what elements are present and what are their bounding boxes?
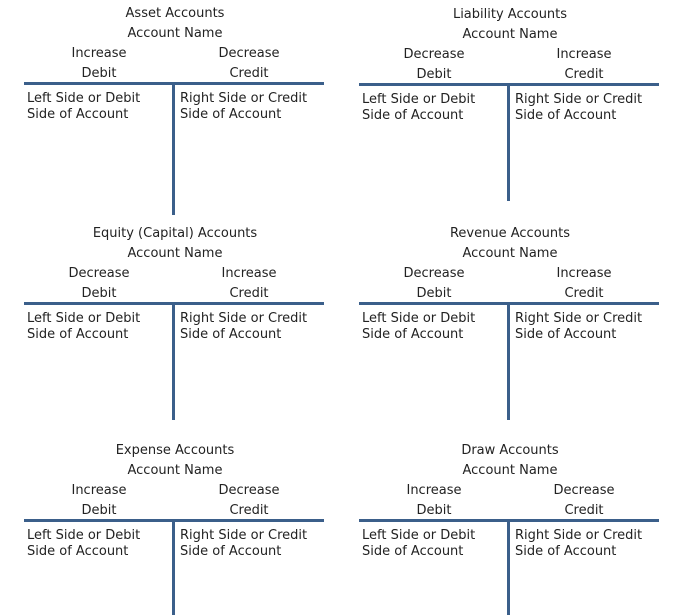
left-side-description: Left Side or Debit Side of Account	[362, 92, 476, 123]
account-name-label: Account Name	[127, 246, 223, 261]
account-name-label: Account Name	[127, 26, 223, 41]
debit-label: Debit	[416, 286, 452, 301]
t-account-top-bar	[359, 83, 659, 86]
right-side-description: Right Side or Credit Side of Account	[180, 528, 308, 559]
credit-effect-label: Decrease	[553, 483, 615, 498]
t-account-top-bar	[24, 302, 324, 305]
debit-label: Debit	[81, 286, 117, 301]
account-name-label: Account Name	[127, 463, 223, 478]
credit-effect-label: Decrease	[218, 46, 280, 61]
debit-effect-label: Decrease	[68, 266, 130, 281]
t-account-center-bar	[172, 85, 175, 215]
t-account-top-bar	[24, 519, 324, 522]
account-name-label: Account Name	[462, 246, 558, 261]
left-side-description: Left Side or Debit Side of Account	[27, 91, 141, 122]
left-side-description: Left Side or Debit Side of Account	[362, 528, 476, 559]
debit-label: Debit	[416, 503, 452, 518]
credit-label: Credit	[229, 66, 269, 81]
debit-label: Debit	[81, 503, 117, 518]
debit-effect-label: Increase	[71, 483, 127, 498]
credit-label: Credit	[564, 286, 604, 301]
right-side-description: Right Side or Credit Side of Account	[180, 311, 308, 342]
t-account-center-bar	[172, 305, 175, 420]
credit-effect-label: Decrease	[218, 483, 280, 498]
t-account-center-bar	[507, 522, 510, 615]
account-title: Asset Accounts	[125, 6, 225, 21]
account-title: Liability Accounts	[452, 7, 568, 22]
debit-effect-label: Increase	[406, 483, 462, 498]
right-side-description: Right Side or Credit Side of Account	[515, 528, 643, 559]
debit-effect-label: Decrease	[403, 266, 465, 281]
credit-effect-label: Increase	[556, 47, 612, 62]
account-title: Draw Accounts	[461, 443, 559, 458]
right-side-description: Right Side or Credit Side of Account	[515, 311, 643, 342]
account-name-label: Account Name	[462, 463, 558, 478]
credit-effect-label: Increase	[221, 266, 277, 281]
credit-label: Credit	[564, 503, 604, 518]
credit-label: Credit	[564, 67, 604, 82]
credit-effect-label: Increase	[556, 266, 612, 281]
left-side-description: Left Side or Debit Side of Account	[362, 311, 476, 342]
t-account-top-bar	[359, 519, 659, 522]
left-side-description: Left Side or Debit Side of Account	[27, 311, 141, 342]
debit-label: Debit	[416, 67, 452, 82]
right-side-description: Right Side or Credit Side of Account	[515, 92, 643, 123]
debit-effect-label: Decrease	[403, 47, 465, 62]
t-account-top-bar	[359, 302, 659, 305]
debit-label: Debit	[81, 66, 117, 81]
credit-label: Credit	[229, 503, 269, 518]
credit-label: Credit	[229, 286, 269, 301]
t-account-center-bar	[507, 86, 510, 201]
account-name-label: Account Name	[462, 27, 558, 42]
left-side-description: Left Side or Debit Side of Account	[27, 528, 141, 559]
account-title: Expense Accounts	[115, 443, 235, 458]
account-title: Revenue Accounts	[449, 226, 570, 241]
t-account-top-bar	[24, 82, 324, 85]
debit-effect-label: Increase	[71, 46, 127, 61]
account-title: Equity (Capital) Accounts	[92, 226, 258, 241]
t-account-center-bar	[507, 305, 510, 420]
t-account-center-bar	[172, 522, 175, 615]
right-side-description: Right Side or Credit Side of Account	[180, 91, 308, 122]
